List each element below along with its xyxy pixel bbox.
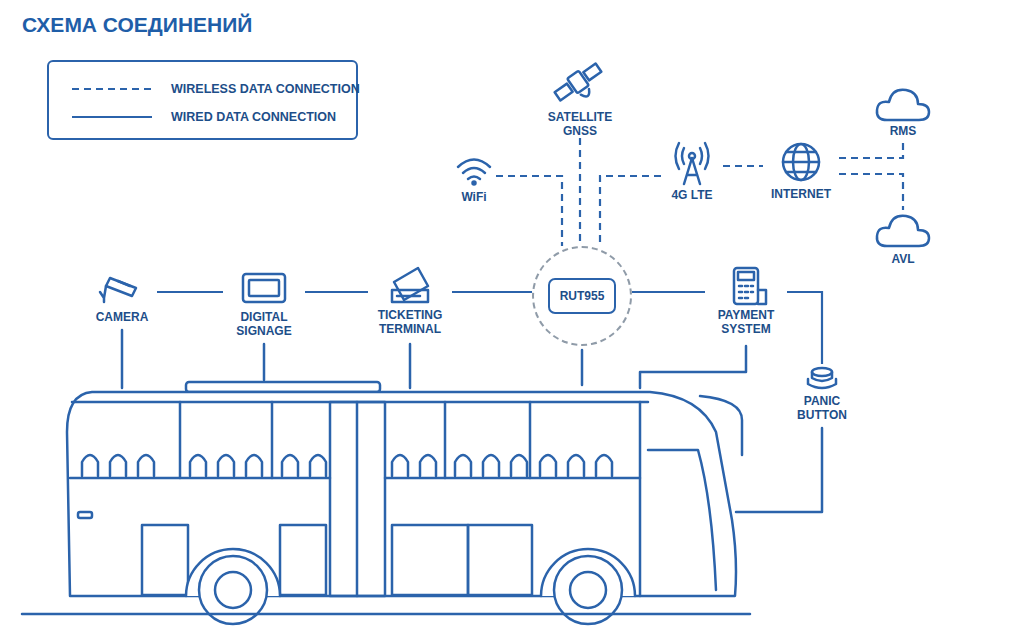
seat-outline (310, 455, 326, 476)
legend-solid-line (71, 114, 153, 120)
wired-connector (305, 291, 368, 293)
router-device: RUT955 (548, 278, 616, 314)
antenna-icon (676, 143, 709, 184)
seat-outline (282, 455, 298, 476)
device-node: PAYMENT SYSTEM (705, 264, 787, 336)
seat-outline (420, 455, 436, 476)
device-node: RMS (881, 86, 925, 138)
legend-box: WIRELESS DATA CONNECTION WIRED DATA CONN… (47, 60, 358, 140)
router-circle: RUT955 (532, 246, 632, 346)
seat-outline (218, 455, 234, 476)
wired-connector (787, 292, 822, 364)
seat-outline (483, 455, 499, 476)
node-label: 4G LTE (661, 188, 723, 202)
legend-text: WIRED DATA CONNECTION (171, 109, 336, 125)
camera-icon (100, 278, 136, 302)
wireless-connector (839, 138, 903, 158)
wireless-connector (496, 176, 562, 246)
seat-outline (596, 455, 612, 476)
seat-outline (190, 455, 206, 476)
display-icon (243, 274, 285, 302)
device-node: DIGITAL SIGNAGE (223, 270, 305, 338)
wireless-connector (600, 176, 661, 246)
node-label: INTERNET (763, 187, 839, 201)
node-label: WiFi (452, 190, 496, 204)
seat-outline (246, 455, 262, 476)
node-label: RUT955 (560, 289, 605, 303)
payment-terminal-icon (734, 268, 766, 304)
wireless-connector (839, 174, 903, 210)
diagram-title: СХЕМА СОЕДИНЕНИЙ (22, 12, 252, 38)
legend-dashed-line (71, 86, 153, 92)
node-label: CAMERA (87, 310, 157, 324)
wired-connector (452, 291, 532, 293)
device-node: INTERNET (763, 141, 839, 201)
wired-connector (157, 291, 223, 293)
node-label: PAYMENT SYSTEM (705, 308, 787, 336)
wired-connector (632, 291, 705, 293)
device-node: PANIC BUTTON (787, 364, 857, 422)
device-node: TICKETING TERMINAL (368, 266, 452, 336)
device-node: WiFi (452, 148, 496, 204)
seat-outline (392, 455, 408, 476)
node-label: DIGITAL SIGNAGE (223, 310, 305, 338)
node-label: RMS (881, 124, 925, 138)
seat-outline (540, 455, 556, 476)
seat-outline (568, 455, 584, 476)
node-label: PANIC BUTTON (787, 394, 857, 422)
wifi-icon (458, 160, 490, 185)
seat-outline (82, 455, 98, 476)
device-node: SATELLITE GNSS (538, 64, 622, 138)
device-node: CAMERA (87, 272, 157, 324)
ticket-icon (392, 268, 428, 302)
cloud-icon (877, 90, 929, 246)
node-label: TICKETING TERMINAL (368, 308, 452, 336)
legend-text: WIRELESS DATA CONNECTION (171, 81, 360, 97)
seat-outline (511, 455, 527, 476)
seat-outline (455, 455, 471, 476)
device-node: AVL (881, 210, 925, 266)
globe-icon (783, 144, 819, 180)
device-node: 4G LTE (661, 140, 723, 202)
node-label: AVL (881, 252, 925, 266)
seat-outline (110, 455, 126, 476)
wireless-connector (579, 138, 581, 246)
node-label: SATELLITE GNSS (538, 110, 622, 138)
panic-button-icon (808, 368, 836, 388)
satellite-icon (552, 60, 608, 110)
wireless-connector (723, 165, 763, 167)
bus-illustration (22, 382, 750, 624)
seat-outline (138, 455, 154, 476)
